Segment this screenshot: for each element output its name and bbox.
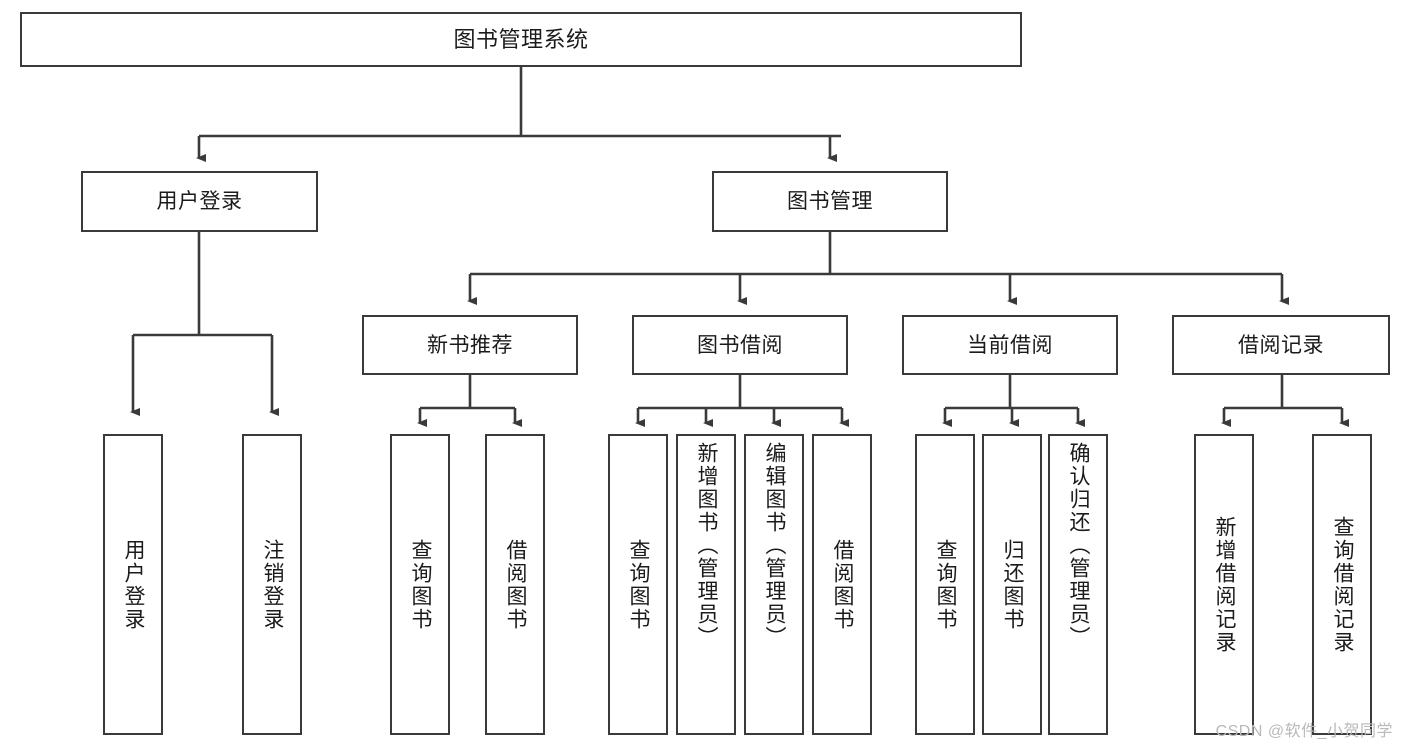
node-book-borrow[interactable]: 图书借阅	[632, 315, 848, 375]
leaf-book-borrow-query-label: 查询图书	[627, 538, 651, 631]
node-root[interactable]: 图书管理系统	[20, 12, 1022, 67]
leaf-borrow-record-add-label: 新增借阅记录	[1213, 515, 1237, 654]
leaf-current-borrow-query-label: 查询图书	[934, 538, 958, 631]
node-borrow-record[interactable]: 借阅记录	[1172, 315, 1390, 375]
node-book-management-label: 图书管理	[787, 190, 873, 213]
leaf-new-book-query[interactable]: 查询图书	[390, 434, 450, 735]
leaf-new-book-borrow[interactable]: 借阅图书	[485, 434, 545, 735]
node-new-book-recommend[interactable]: 新书推荐	[362, 315, 578, 375]
leaf-user-login-login-label: 用户登录	[122, 538, 146, 631]
leaf-current-borrow-return[interactable]: 归还图书	[982, 434, 1042, 735]
leaf-book-borrow-edit[interactable]: 编辑图书（管理员）	[744, 434, 804, 735]
leaf-current-borrow-query[interactable]: 查询图书	[915, 434, 975, 735]
leaf-current-borrow-confirm-return[interactable]: 确认归还（管理员）	[1048, 434, 1108, 735]
leaf-book-borrow-add-label: 新增图书（管理员）	[695, 442, 719, 649]
node-borrow-record-label: 借阅记录	[1238, 333, 1324, 357]
leaf-current-borrow-return-label: 归还图书	[1001, 538, 1025, 631]
leaf-user-login-logout-label: 注销登录	[261, 538, 285, 631]
leaf-borrow-record-query[interactable]: 查询借阅记录	[1312, 434, 1372, 735]
node-book-management[interactable]: 图书管理	[712, 171, 948, 232]
node-user-login-label: 用户登录	[156, 190, 243, 213]
leaf-user-login-login[interactable]: 用户登录	[103, 434, 163, 735]
leaf-user-login-logout[interactable]: 注销登录	[242, 434, 302, 735]
leaf-new-book-borrow-label: 借阅图书	[504, 538, 528, 631]
leaf-book-borrow-borrow[interactable]: 借阅图书	[812, 434, 872, 735]
node-current-borrow-label: 当前借阅	[967, 333, 1053, 357]
leaf-book-borrow-edit-label: 编辑图书（管理员）	[763, 442, 787, 649]
leaf-borrow-record-query-label: 查询借阅记录	[1331, 515, 1355, 654]
watermark: CSDN @软件_小贺同学	[1215, 723, 1393, 740]
leaf-current-borrow-confirm-return-label: 确认归还（管理员）	[1067, 442, 1091, 649]
node-new-book-recommend-label: 新书推荐	[427, 333, 513, 357]
leaf-borrow-record-add[interactable]: 新增借阅记录	[1194, 434, 1254, 735]
node-current-borrow[interactable]: 当前借阅	[902, 315, 1118, 375]
leaf-book-borrow-borrow-label: 借阅图书	[831, 538, 855, 631]
leaf-book-borrow-add[interactable]: 新增图书（管理员）	[676, 434, 736, 735]
node-book-borrow-label: 图书借阅	[697, 333, 783, 357]
leaf-new-book-query-label: 查询图书	[409, 538, 433, 631]
leaf-book-borrow-query[interactable]: 查询图书	[608, 434, 668, 735]
node-user-login[interactable]: 用户登录	[81, 171, 318, 232]
node-root-label: 图书管理系统	[453, 26, 589, 52]
